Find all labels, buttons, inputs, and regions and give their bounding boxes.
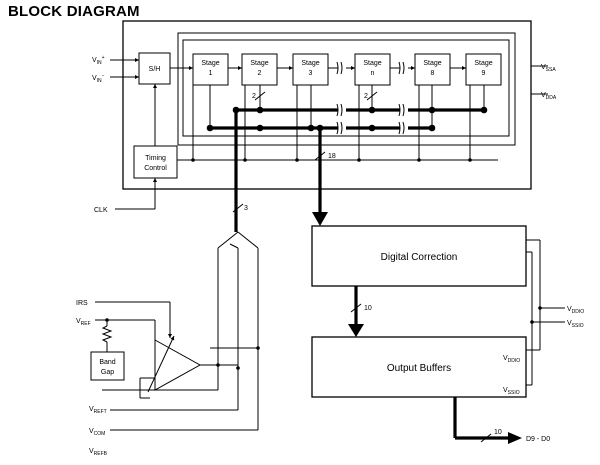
stage-3-label: Stage [301, 60, 319, 67]
vssio-right-label: VSSIO [567, 320, 584, 329]
digital-correction-label: Digital Correction [381, 252, 458, 263]
stage-1-id: 1 [209, 70, 213, 77]
diagram-title: BLOCK DIAGRAM [8, 3, 140, 20]
vssio-box-label: VSSIO [503, 387, 520, 396]
stage-n-id: n [371, 70, 375, 77]
irs-label: IRS [76, 300, 88, 307]
stage-1-label: Stage [201, 60, 219, 67]
output-label: D9 - D0 [526, 436, 550, 443]
vin-minus-label: VIN− [92, 73, 105, 84]
output-buffers-label: Output Buffers [387, 363, 451, 374]
pipeline-outer-frame [177, 32, 516, 146]
stage-2-id: 2 [258, 70, 262, 77]
bus-width-stage2: 2 [252, 93, 256, 100]
bus-width-ref: 3 [244, 205, 248, 212]
vssa-label: VSSA [541, 64, 556, 73]
stage-8-id: 8 [431, 70, 435, 77]
reference-amplifier [154, 339, 202, 391]
band-gap-label-2: Gap [101, 369, 114, 376]
bus-arrow-to-correction [312, 212, 328, 226]
digital-correction-block [311, 225, 527, 287]
stage-9-id: 9 [482, 70, 486, 77]
vrefb-label: VREFB [89, 448, 108, 457]
band-gap-block [90, 351, 125, 381]
stage-9-label: Stage [474, 60, 492, 67]
pipeline-inner-frame [182, 39, 510, 137]
vcom-label: VCOM [89, 428, 105, 437]
stage-8-label: Stage [423, 60, 441, 67]
bus-width-stage-n: 2 [364, 93, 368, 100]
stage-3-id: 3 [309, 70, 313, 77]
bus-width-output: 10 [494, 429, 502, 436]
bus-arrow-to-buffers [348, 324, 364, 337]
stage-labels: Stage 1 Stage 2 Stage 3 Stage n Stage 8 … [201, 60, 492, 77]
vreft-label: VREFT [89, 406, 107, 415]
bus-width-correction-out: 10 [364, 305, 372, 312]
chip-outline [122, 20, 532, 190]
stage-n-label: Stage [363, 60, 381, 67]
timing-label-1: Timing [145, 155, 166, 162]
vddio-right-label: VDDIO [567, 306, 584, 315]
vdda-label: VDDA [541, 92, 557, 101]
bus-width-main: 18 [328, 153, 336, 160]
timing-control-block [133, 145, 178, 179]
vddio-box-label: VDDIO [503, 355, 520, 364]
output-arrow [508, 432, 522, 444]
stage-2-label: Stage [250, 60, 268, 67]
vin-plus-label: VIN+ [92, 55, 105, 66]
timing-label-2: Control [144, 165, 167, 172]
vref-label: VREF [76, 318, 91, 327]
band-gap-label-1: Band [99, 359, 115, 366]
sh-label: S/H [149, 66, 161, 73]
output-buffers-block [311, 336, 527, 398]
clk-label: CLK [94, 207, 108, 214]
